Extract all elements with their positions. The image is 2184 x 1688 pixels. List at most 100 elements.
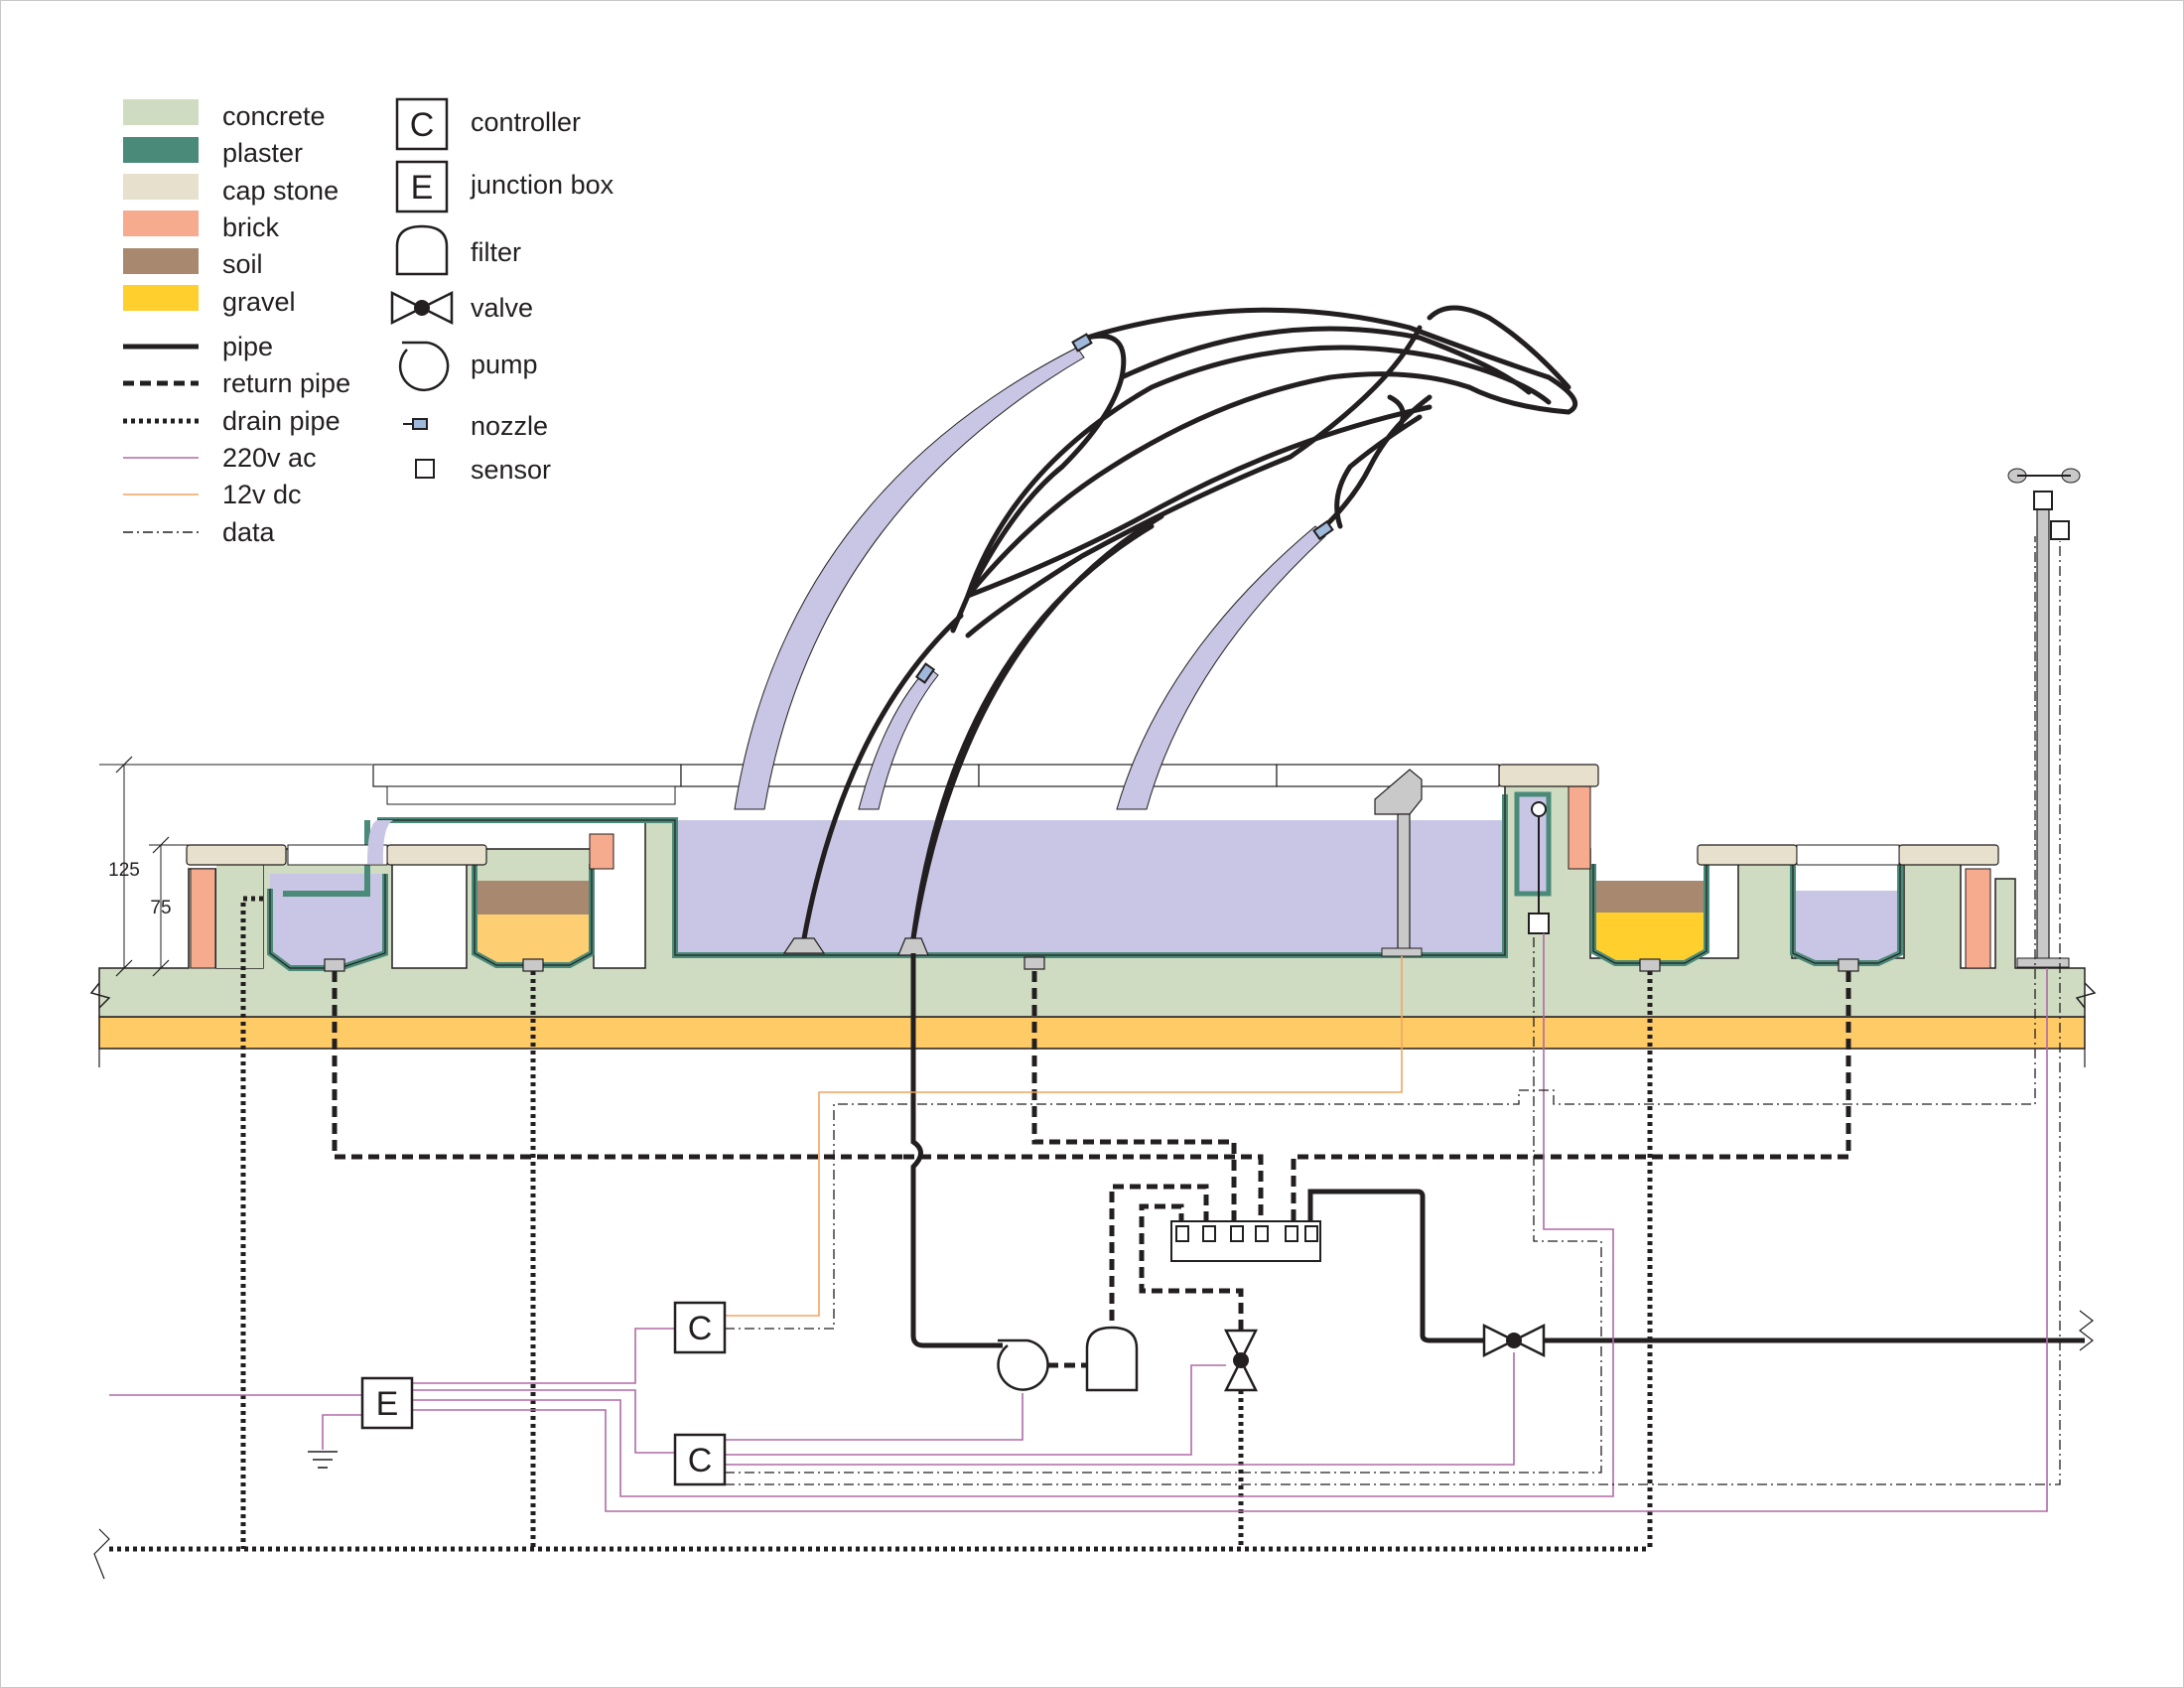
- level-sensor-icon: [1528, 913, 1550, 934]
- gravel-left-planter: [475, 914, 592, 965]
- cap-stone-1: [186, 844, 287, 866]
- wire-220v-valve: [725, 1364, 1226, 1456]
- legend-label-soil: soil: [222, 249, 263, 279]
- overflow-weir-right: [1514, 791, 1552, 897]
- legend-controller-glyph: C: [410, 106, 435, 144]
- wind-sensor-icon: [2033, 491, 2053, 510]
- weather-sensor-icon: [2050, 520, 2070, 540]
- water-main-basin: [675, 820, 1505, 955]
- water-right-pool: [1793, 891, 1900, 963]
- return-pipe-main-basin: [1031, 971, 1237, 1221]
- swatch-brick: [123, 211, 199, 236]
- legend: concrete plaster cap stone brick soil gr…: [123, 97, 614, 547]
- wire-220v-main-valve: [725, 1352, 1515, 1466]
- dolphin-sculpture: [801, 305, 1578, 941]
- concrete-wall-left: [216, 864, 263, 968]
- nozzles: [914, 333, 1334, 684]
- return-pipe-valve-loop: [1139, 1203, 1244, 1331]
- valve-horizontal-icon: [1482, 1323, 1546, 1358]
- swatch-cap-stone: [123, 174, 199, 200]
- cap-stone-2: [386, 844, 487, 866]
- break-mark-left: [89, 982, 111, 1009]
- brick-column-planter: [589, 833, 614, 870]
- controller-lower-glyph: C: [688, 1442, 713, 1479]
- return-pipe-right-pool: [1291, 971, 1851, 1221]
- wiring: [109, 536, 2061, 1512]
- controller-lower: C: [673, 1433, 727, 1486]
- lamp-post: [1374, 769, 1423, 957]
- controller-lower-icon: [673, 1433, 727, 1486]
- gravel-base-layer: [98, 1016, 2086, 1050]
- drain-pipe-overflow: [240, 896, 263, 1549]
- legend-label-controller: controller: [471, 107, 581, 137]
- legend-pump-icon: [398, 341, 450, 392]
- water-jets: [367, 347, 1326, 864]
- legend-label-return-pipe: return pipe: [222, 368, 350, 398]
- nozzle-icon: [1312, 519, 1334, 541]
- dimension-label-125: 125: [108, 860, 140, 881]
- legend-label-valve: valve: [471, 293, 533, 323]
- legend-label-cap-stone: cap stone: [222, 176, 339, 206]
- legend-label-pipe: pipe: [222, 332, 273, 361]
- soil-left-planter: [475, 881, 592, 914]
- gravel-right-planter: [1593, 913, 1706, 963]
- data-line-weather: [725, 541, 2061, 1485]
- valve-vertical-icon: [1223, 1329, 1259, 1392]
- legend-valve-icon: [390, 290, 454, 326]
- ground-symbol-icon: [308, 1451, 338, 1469]
- filter-icon: [1085, 1326, 1139, 1392]
- deck-panel-2: [680, 764, 980, 787]
- legend-junction-box-icon: [395, 160, 449, 213]
- wire-220v-pump: [725, 1393, 1024, 1441]
- pump-icon: [997, 1338, 1092, 1391]
- cap-stone-5: [1898, 844, 1999, 866]
- data-line-sensors: [725, 536, 2036, 1330]
- manifold-ports: [1175, 1225, 1318, 1242]
- legend-filter-icon: [395, 224, 449, 276]
- legend-label-gravel: gravel: [222, 287, 296, 317]
- wire-220v-sensor: [412, 933, 1614, 1497]
- structure-section: [89, 468, 2097, 1067]
- junction-box-icon: [360, 1376, 414, 1430]
- jet-arc-right: [1116, 525, 1326, 810]
- jet-arc-mid: [858, 666, 939, 810]
- legend-label-sensor: sensor: [471, 455, 551, 485]
- legend-label-12v: 12v dc: [222, 480, 302, 509]
- junction-box-glyph: E: [376, 1385, 399, 1423]
- legend-label-brick: brick: [222, 212, 280, 242]
- legend-label-filter: filter: [471, 237, 521, 267]
- deck-panel-1: [372, 764, 682, 787]
- wire-220v-mast: [412, 968, 2048, 1512]
- cap-stone-3: [1498, 764, 1599, 787]
- return-pipe-filter-to-manifold: [1109, 1184, 1209, 1321]
- legend-label-data: data: [222, 517, 276, 547]
- legend-label-nozzle: nozzle: [471, 411, 548, 441]
- legend-label-drain-pipe: drain pipe: [222, 406, 341, 436]
- legend-controller-icon: [395, 97, 449, 151]
- legend-label-pump: pump: [471, 350, 538, 379]
- legend-label-concrete: concrete: [222, 101, 326, 131]
- soil-right-planter: [1593, 881, 1706, 913]
- pipe-network: [93, 896, 2094, 1580]
- deck-panel-4: [1276, 764, 1500, 787]
- brick-column-far-right: [1965, 868, 1991, 969]
- legend-label-plaster: plaster: [222, 138, 303, 168]
- water-left-pool: [270, 874, 385, 968]
- jet-arc-left: [734, 347, 1085, 810]
- cap-stone-4: [1697, 844, 1798, 866]
- legend-sensor-icon: [415, 459, 435, 479]
- nozzle-icon: [914, 662, 936, 684]
- swatch-soil: [123, 248, 199, 274]
- junction-box: E: [360, 1376, 414, 1430]
- floor-fittings: [324, 937, 1859, 972]
- nozzle-icon: [1071, 333, 1093, 352]
- swatch-concrete: [123, 99, 199, 125]
- supply-pipe: [910, 953, 1003, 1348]
- weather-mast: [2007, 468, 2081, 968]
- brick-column-right: [1568, 783, 1591, 870]
- data-line-level-sensor: [725, 933, 1602, 1474]
- float-sensor-icon: [1531, 801, 1547, 817]
- brick-column-left: [190, 868, 216, 969]
- wire-12v-lamp: [725, 956, 1403, 1317]
- supply-pipe-manifold-to-valve: [1307, 1189, 1484, 1343]
